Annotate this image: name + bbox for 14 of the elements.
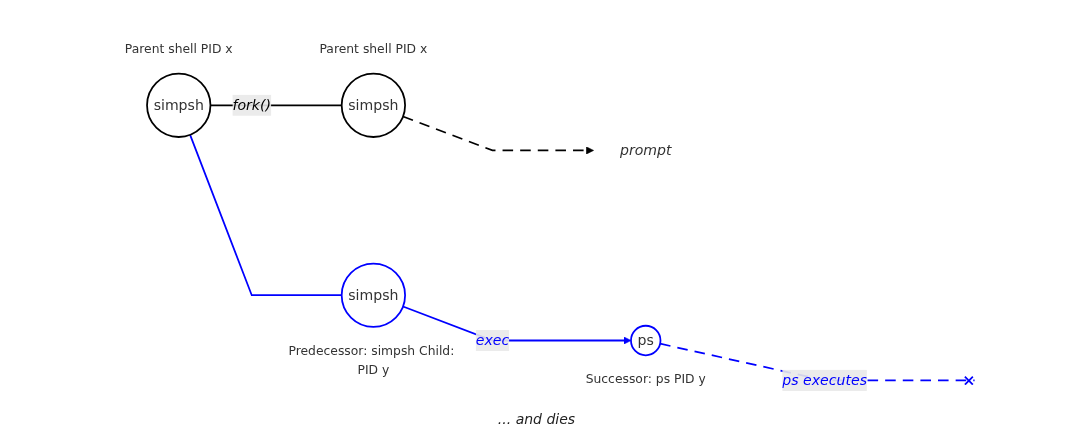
node-circle: simpsh [340,72,406,138]
arrow [402,115,594,155]
node-label: Parent shell PID x [319,41,428,56]
edge-label: exec [475,331,510,349]
note-text: ... and dies [497,411,576,427]
node-circle: simpsh [146,72,212,138]
node-circle: simpsh [340,262,406,328]
node-circle: ps [630,324,662,357]
edge-label: fork() [232,96,272,114]
edge-label: ps executes [782,371,867,389]
node-label: Predecessor: simpsh Child: PID y [288,343,455,377]
node-label: Parent shell PID x [124,41,233,56]
node-text: prompt [619,141,672,159]
node-label: Successor: ps PID y [585,372,706,387]
